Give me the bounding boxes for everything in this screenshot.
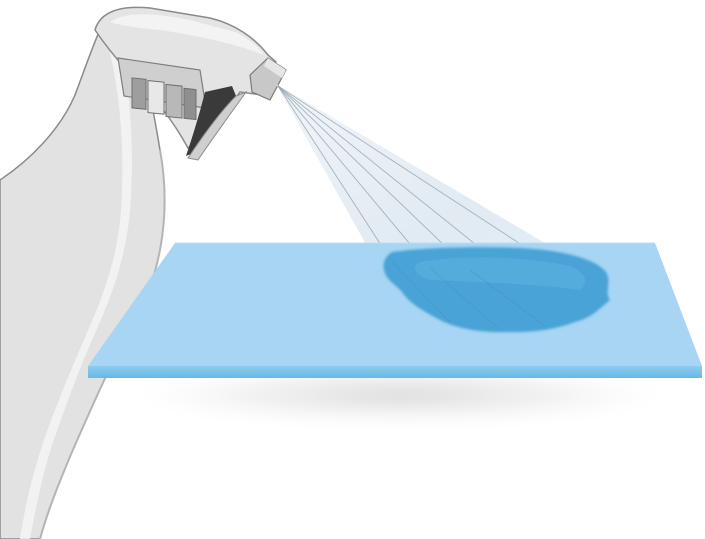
surface-front-edge (88, 366, 702, 378)
spray-mist (276, 84, 560, 270)
spray-cone (276, 84, 560, 255)
